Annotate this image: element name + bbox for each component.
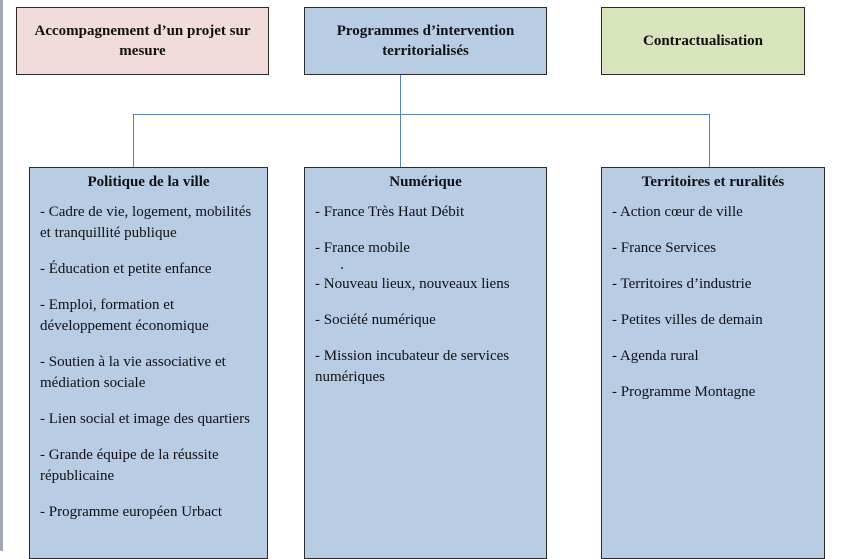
connector-vertical-top <box>400 75 401 115</box>
list-item: - Agenda rural <box>612 348 699 364</box>
list-item: - Petites villes de demain <box>612 312 763 328</box>
list-item: - Société numérique <box>315 312 436 328</box>
window-left-edge <box>0 0 3 551</box>
column-title: Politique de la ville <box>87 174 210 190</box>
list-item: - Cadre de vie, logement, mobilités et t… <box>40 204 252 241</box>
box-numerique: Numérique - France Très Haut Débit - Fra… <box>304 167 547 559</box>
list-item: - Lien social et image des quartiers <box>40 411 250 427</box>
list-item: - Éducation et petite enfance <box>40 261 212 277</box>
list-item: - France mobile <box>315 240 410 256</box>
list-item: - Soutien à la vie associative et médiat… <box>40 354 226 391</box>
list-item: - Action cœur de ville <box>612 204 743 220</box>
box-programmes-label: Programmes d’intervention territorialisé… <box>336 23 515 59</box>
box-territoires-et-ruralites: Territoires et ruralités - Action cœur d… <box>601 167 825 559</box>
list-item: - Grande équipe de la réussite républica… <box>40 447 219 484</box>
box-politique-de-la-ville: Politique de la ville - Cadre de vie, lo… <box>29 167 268 559</box>
connector-horizontal <box>133 114 710 115</box>
list-item: - Territoires d’industrie <box>612 276 752 292</box>
list-item: - Programme Montagne <box>612 384 756 400</box>
box-contractualisation: Contractualisation <box>601 7 805 75</box>
connector-middle-drop <box>400 114 401 167</box>
list-item: - France Très Haut Débit <box>315 204 465 220</box>
connector-right-drop <box>709 114 710 167</box>
stray-dot <box>341 267 343 269</box>
list-item: - Nouveau lieux, nouveaux liens <box>315 276 510 292</box>
box-accompagnement-label: Accompagnement d’un projet sur mesure <box>34 23 251 59</box>
box-contractualisation-label: Contractualisation <box>643 33 763 49</box>
box-programmes: Programmes d’intervention territorialisé… <box>304 7 547 75</box>
item-list: - Action cœur de ville - France Services… <box>602 202 824 403</box>
column-title: Numérique <box>389 174 462 190</box>
connector-left-drop <box>133 114 134 167</box>
item-list: - Cadre de vie, logement, mobilités et t… <box>30 202 267 523</box>
list-item: - France Services <box>612 240 717 256</box>
box-accompagnement: Accompagnement d’un projet sur mesure <box>16 7 269 75</box>
item-list: - France Très Haut Débit - France mobile… <box>305 202 546 388</box>
list-item: - Programme européen Urbact <box>40 504 223 520</box>
list-item: - Mission incubateur de services numériq… <box>315 348 510 385</box>
column-title: Territoires et ruralités <box>641 174 785 190</box>
list-item: - Emploi, formation et développement éco… <box>40 297 209 334</box>
